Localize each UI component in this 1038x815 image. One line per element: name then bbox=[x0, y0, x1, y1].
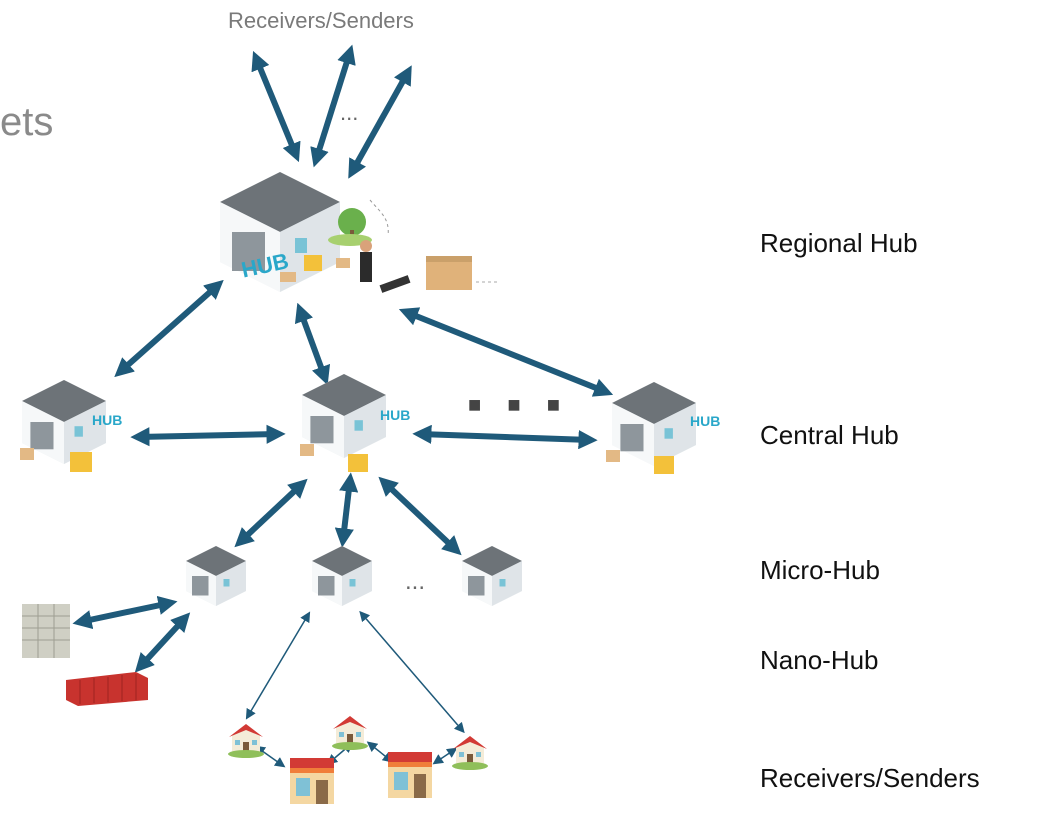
arrows-top bbox=[251, 44, 412, 179]
receiver-shop-1 bbox=[290, 758, 334, 804]
arrows-receivers bbox=[245, 610, 465, 768]
receiver-house-2 bbox=[332, 716, 368, 750]
label-central-hub: Central Hub bbox=[760, 420, 899, 450]
arrows-micro-nano bbox=[72, 595, 191, 673]
label-receivers-senders: Receivers/Senders bbox=[760, 763, 980, 793]
micro-hub-right bbox=[462, 546, 522, 606]
arrows-central-micro bbox=[234, 472, 462, 556]
label-regional-hub: Regional Hub bbox=[760, 228, 918, 258]
arrows-regional-central bbox=[114, 279, 614, 450]
central-hub-right bbox=[606, 382, 696, 474]
central-hub-left bbox=[20, 380, 106, 472]
central-hub-left-badge: HUB bbox=[92, 412, 122, 428]
shipping-container bbox=[66, 672, 148, 706]
ellipsis-micro: ... bbox=[405, 568, 426, 595]
micro-hub-middle bbox=[312, 546, 372, 606]
label-micro-hub: Micro-Hub bbox=[760, 555, 880, 585]
top-receivers-label: Receivers/Senders bbox=[228, 8, 414, 33]
label-nano-hub: Nano-Hub bbox=[760, 645, 879, 675]
receiver-house-3 bbox=[452, 736, 488, 770]
regional-hub-illustration bbox=[220, 172, 500, 293]
receiver-shop-2 bbox=[388, 752, 432, 798]
partial-heading: ets bbox=[0, 100, 54, 144]
parcel-locker bbox=[22, 604, 70, 658]
central-hub-right-badge: HUB bbox=[690, 413, 720, 429]
micro-hub-left bbox=[186, 546, 246, 606]
receiver-house-1 bbox=[228, 724, 264, 758]
central-hub-middle bbox=[300, 374, 386, 472]
central-hub-middle-badge: HUB bbox=[380, 407, 410, 423]
